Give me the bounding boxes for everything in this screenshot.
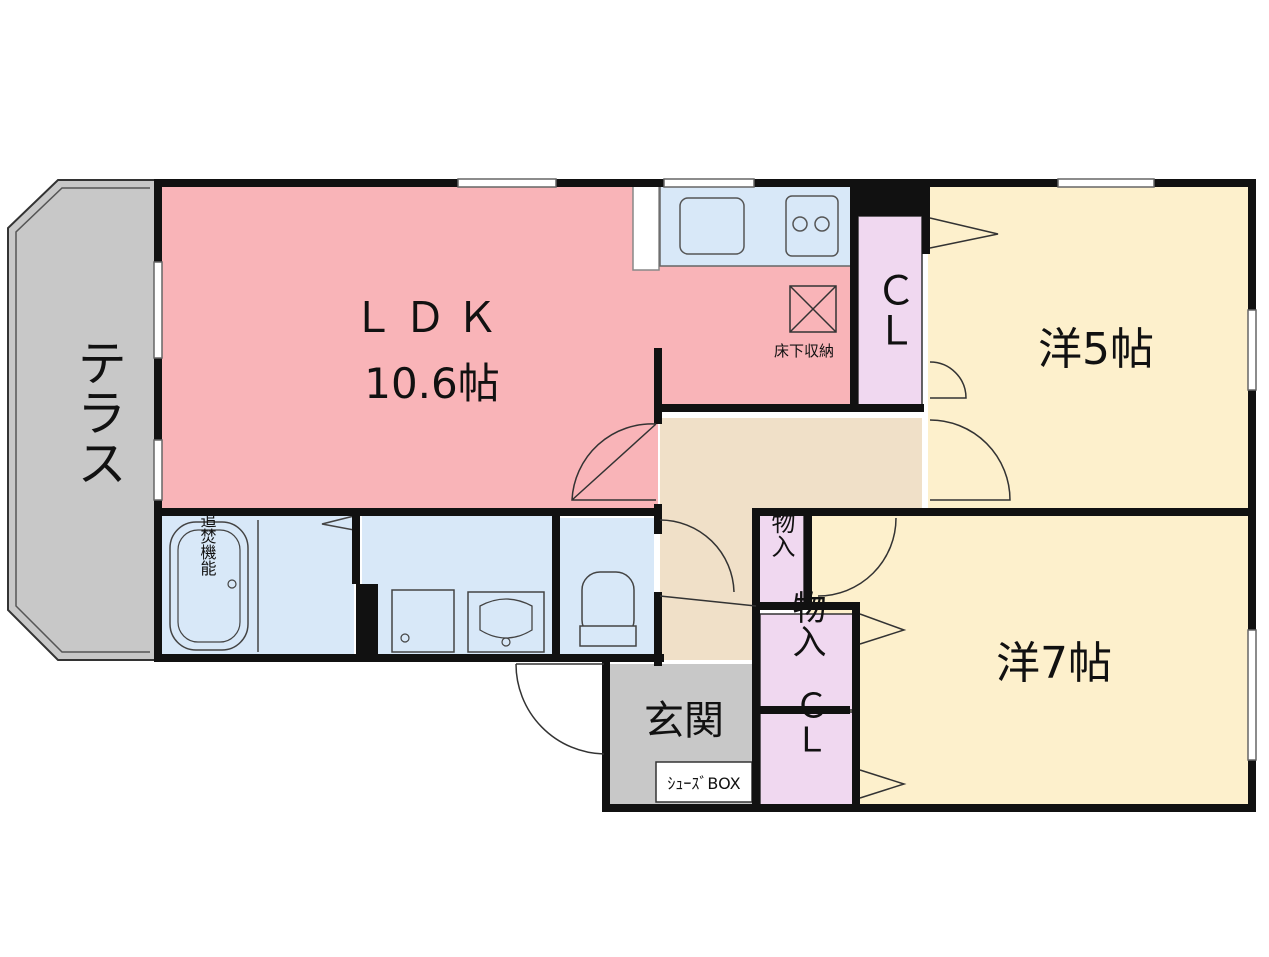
- closet-top: ＣＬ: [857, 184, 928, 407]
- hallway: [660, 418, 922, 660]
- washbasin-icon: [467, 591, 545, 653]
- entrance: 玄関 ｼｭｰｽﾞBOX: [608, 664, 756, 806]
- terrace: テラス: [7, 179, 159, 661]
- ldk-size-label: 10.6帖: [364, 359, 500, 408]
- shoes-box-label: ｼｭｰｽﾞBOX: [667, 774, 740, 793]
- closet-top-label: ＣＬ: [869, 270, 915, 350]
- entrance-label: 玄関: [644, 698, 724, 744]
- bathroom: 追焚機能: [160, 512, 355, 656]
- underfloor-storage: 床下収納: [774, 285, 837, 360]
- terrace-label: テラス: [69, 337, 127, 487]
- storage: 物入: [759, 590, 855, 711]
- underfloor-label: 床下収納: [774, 342, 834, 360]
- washroom: [356, 511, 552, 656]
- closet-bottom: ＣＬ: [759, 688, 855, 807]
- western7-label: 洋7帖: [996, 638, 1112, 689]
- stove-icon: [785, 195, 839, 257]
- washer-pan-icon: [391, 589, 455, 653]
- toilet-room: [560, 518, 654, 656]
- windows: [153, 178, 1257, 761]
- western5-label: 洋5帖: [1038, 324, 1154, 375]
- western-room-5: 洋5帖: [928, 186, 1252, 514]
- door-swings: [515, 217, 1011, 799]
- bath-reheat-label: 追焚機能: [198, 512, 217, 577]
- western-room-7: 洋7帖: [810, 514, 1252, 806]
- kitchen-counter: [632, 185, 853, 271]
- closet-bottom-label: ＣＬ: [788, 688, 828, 756]
- sink-icon: [679, 197, 745, 255]
- storage-small-label: 物入: [767, 510, 795, 558]
- bathtub-icon: [169, 521, 249, 651]
- ldk-label: ＬＤＫ: [352, 293, 508, 342]
